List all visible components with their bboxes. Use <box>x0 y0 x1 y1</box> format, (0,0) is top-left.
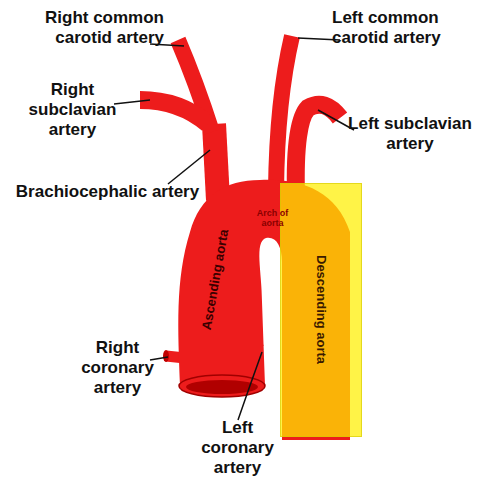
part-label: Right coronary artery <box>60 338 175 398</box>
part-label: Left common carotid artery <box>332 8 477 48</box>
part-label: Brachiocephalic artery <box>10 182 205 202</box>
leader-line <box>168 150 210 184</box>
band-label: Descending aorta <box>314 255 329 364</box>
part-label: Right common carotid artery <box>4 8 164 48</box>
brachiocephalic-vessel <box>214 124 218 200</box>
coronary-opening <box>163 350 169 362</box>
right-subclavian-vessel <box>140 100 208 124</box>
part-label: Left coronary artery <box>185 418 290 478</box>
leader-line <box>238 352 262 420</box>
part-label: Right subclavian artery <box>20 80 125 140</box>
part-label: Arch of aorta <box>250 208 295 228</box>
part-label: Left subclavian artery <box>345 114 475 154</box>
highlight-band: Descending aorta <box>280 183 362 437</box>
leader-line <box>114 100 150 104</box>
